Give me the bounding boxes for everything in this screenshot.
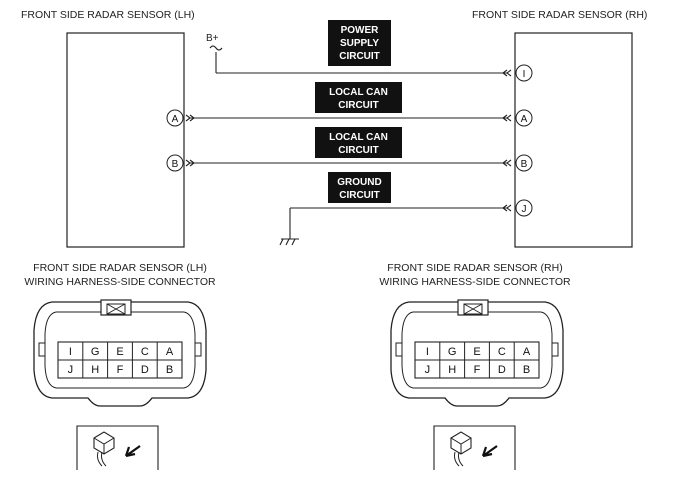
lh-pin-a-label: A: [172, 114, 179, 125]
lh-pin-b-label: B: [172, 159, 179, 170]
circuit-text: POWER: [341, 25, 380, 36]
rh-pin-i: I: [515, 64, 533, 82]
lh-cavity-e: E: [116, 346, 123, 358]
circuit-text: CIRCUIT: [339, 51, 380, 62]
ground-symbol-icon: [279, 238, 299, 246]
rh-cavity-c: C: [498, 346, 506, 358]
rh-connector-title-line2: WIRING HARNESS-SIDE CONNECTOR: [379, 276, 571, 288]
lh-cavity-h: H: [91, 364, 99, 376]
rh-pin-j: J: [515, 199, 533, 217]
lh-pin-b: B: [166, 154, 184, 172]
local-can-circuit-label-1: LOCAL CAN CIRCUIT: [315, 82, 402, 113]
lh-connector-title-line2: WIRING HARNESS-SIDE CONNECTOR: [24, 276, 216, 288]
circuit-text: SUPPLY: [340, 38, 379, 49]
local-can-circuit-label-2: LOCAL CAN CIRCUIT: [315, 127, 402, 158]
circuit-text: CIRCUIT: [339, 190, 380, 201]
lh-cavity-a: A: [166, 346, 174, 358]
rh-cavity-f: F: [474, 364, 481, 376]
lh-sensor-box: [66, 32, 185, 248]
rh-cavity-d: D: [498, 364, 506, 376]
lh-cavity-b: B: [166, 364, 173, 376]
supply-wave-icon: [209, 45, 223, 51]
rh-sensor-box: [514, 32, 633, 248]
rh-pin-a: A: [515, 109, 533, 127]
circuit-text: LOCAL CAN: [329, 132, 388, 143]
rh-cavity-b: B: [523, 364, 530, 376]
rh-sensor-title: FRONT SIDE RADAR SENSOR (RH): [472, 9, 647, 21]
lh-pin-a: A: [166, 109, 184, 127]
b-plus-label: B+: [206, 33, 219, 44]
rh-pin-i-label: I: [523, 69, 526, 80]
lh-connector-title-line1: FRONT SIDE RADAR SENSOR (LH): [33, 262, 207, 274]
lh-cavity-d: D: [141, 364, 149, 376]
rh-cavity-e: E: [473, 346, 480, 358]
connector-view-icon: [433, 425, 516, 470]
lh-cavity-i: I: [69, 346, 72, 358]
lh-connector-face: [33, 299, 207, 407]
rh-pin-b-label: B: [521, 159, 528, 170]
rh-pin-a-label: A: [521, 114, 528, 125]
lh-cavity-g: G: [91, 346, 100, 358]
lh-sensor-title: FRONT SIDE RADAR SENSOR (LH): [21, 9, 195, 21]
circuit-text: CIRCUIT: [338, 145, 379, 156]
rh-cavity-i: I: [426, 346, 429, 358]
rh-pin-j-label: J: [522, 204, 527, 215]
connector-arrow-icon: [185, 69, 512, 212]
rh-cavity-h: H: [448, 364, 456, 376]
rh-cavity-a: A: [523, 346, 531, 358]
lh-cavity-j: J: [68, 364, 74, 376]
rh-cavity-g: G: [448, 346, 457, 358]
lh-cavity-c: C: [141, 346, 149, 358]
rh-cavity-j: J: [425, 364, 431, 376]
rh-connector-title-line1: FRONT SIDE RADAR SENSOR (RH): [387, 262, 562, 274]
circuit-text: GROUND: [337, 177, 381, 188]
connector-view-icon: [76, 425, 159, 470]
circuit-text: CIRCUIT: [338, 100, 379, 111]
ground-circuit-label: GROUND CIRCUIT: [328, 172, 391, 203]
rh-pin-b: B: [515, 154, 533, 172]
circuit-text: LOCAL CAN: [329, 87, 388, 98]
lh-cavity-f: F: [117, 364, 124, 376]
rh-connector-face: [390, 299, 564, 407]
power-supply-circuit-label: POWER SUPPLY CIRCUIT: [328, 20, 391, 66]
